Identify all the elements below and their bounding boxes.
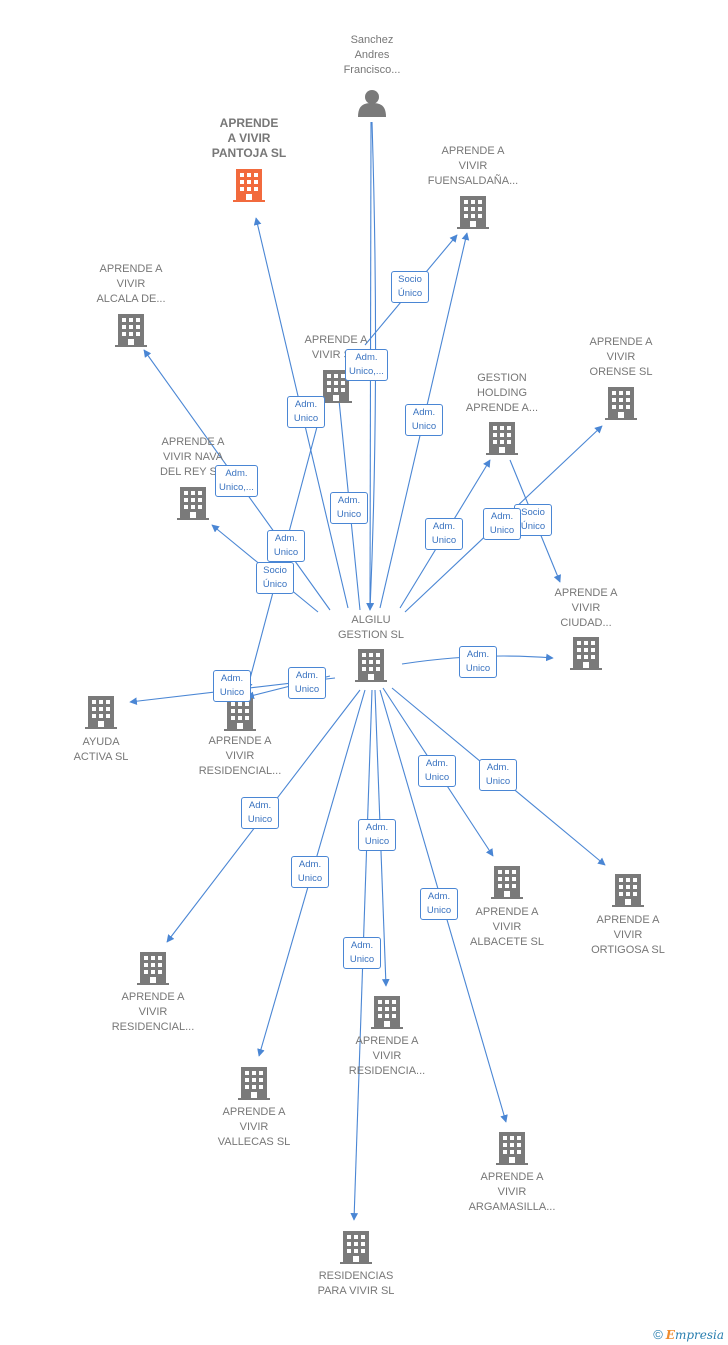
brand-footer: ©Empresia bbox=[653, 1327, 724, 1342]
relation-label[interactable]: Adm. Unico,... bbox=[345, 349, 388, 381]
building-icon[interactable] bbox=[233, 169, 265, 202]
relation-label[interactable]: Adm. Unico bbox=[267, 530, 305, 562]
node-label-orense[interactable]: APRENDE A VIVIR ORENSE SL bbox=[589, 336, 653, 378]
relation-label[interactable]: Adm. Unico bbox=[405, 404, 443, 436]
relation-label[interactable]: Adm. Unico bbox=[213, 670, 251, 702]
relation-label[interactable]: Adm. Unico,... bbox=[215, 465, 258, 497]
node-label-gestion-holding[interactable]: GESTION HOLDING APRENDE A... bbox=[465, 372, 539, 414]
relation-label[interactable]: Adm. Unico bbox=[241, 797, 279, 829]
relation-label[interactable]: Socio Único bbox=[391, 271, 429, 303]
node-label-residencias-para[interactable]: RESIDENCIAS PARA VIVIR SL bbox=[317, 1270, 395, 1297]
relation-label[interactable]: Adm. Unico bbox=[479, 759, 517, 791]
building-icon[interactable] bbox=[496, 1132, 528, 1165]
copyright-icon: © bbox=[653, 1327, 663, 1342]
person-icon[interactable] bbox=[358, 90, 386, 117]
building-icon[interactable] bbox=[457, 196, 489, 229]
building-icon[interactable] bbox=[605, 387, 637, 420]
relation-label[interactable]: Adm. Unico bbox=[288, 667, 326, 699]
node-label-residencia3[interactable]: APRENDE A VIVIR RESIDENCIA... bbox=[348, 1035, 426, 1077]
building-icon[interactable] bbox=[177, 487, 209, 520]
building-icon[interactable] bbox=[355, 649, 387, 682]
node-label-sanchez[interactable]: Sanchez Andres Francisco... bbox=[343, 34, 401, 76]
node-label-albacete[interactable]: APRENDE A VIVIR ALBACETE SL bbox=[470, 906, 544, 948]
building-icon[interactable] bbox=[238, 1067, 270, 1100]
building-icon[interactable] bbox=[137, 952, 169, 985]
node-label-pantoja[interactable]: APRENDE A VIVIR PANTOJA SL bbox=[211, 116, 287, 160]
building-icon[interactable] bbox=[371, 996, 403, 1029]
building-icon[interactable] bbox=[115, 314, 147, 347]
relation-label[interactable]: Adm. Unico bbox=[483, 508, 521, 540]
building-icon[interactable] bbox=[340, 1231, 372, 1264]
building-icon[interactable] bbox=[85, 696, 117, 729]
node-label-ortigosa[interactable]: APRENDE A VIVIR ORTIGOSA SL bbox=[591, 914, 665, 956]
node-label-ayuda[interactable]: AYUDA ACTIVA SL bbox=[73, 736, 129, 763]
node-label-fuensaldana[interactable]: APRENDE A VIVIR FUENSALDAÑA... bbox=[427, 145, 519, 187]
building-icon[interactable] bbox=[486, 422, 518, 455]
node-label-algilu[interactable]: ALGILU GESTION SL bbox=[337, 614, 405, 641]
relation-label[interactable]: Adm. Unico bbox=[330, 492, 368, 524]
relation-label[interactable]: Adm. Unico bbox=[418, 755, 456, 787]
relation-label[interactable]: Socio Único bbox=[256, 562, 294, 594]
relation-label[interactable]: Adm. Unico bbox=[425, 518, 463, 550]
node-label-residencial1[interactable]: APRENDE A VIVIR RESIDENCIAL... bbox=[198, 735, 282, 777]
brand-logo: Empresia bbox=[665, 1328, 724, 1342]
node-label-alcala[interactable]: APRENDE A VIVIR ALCALA DE... bbox=[96, 263, 166, 305]
node-label-argamasilla[interactable]: APRENDE A VIVIR ARGAMASILLA... bbox=[468, 1171, 556, 1213]
relation-label[interactable]: Adm. Unico bbox=[358, 819, 396, 851]
relation-label[interactable]: Adm. Unico bbox=[420, 888, 458, 920]
relation-label[interactable]: Adm. Unico bbox=[287, 396, 325, 428]
relation-label[interactable]: Adm. Unico bbox=[459, 646, 497, 678]
node-label-ciudad[interactable]: APRENDE A VIVIR CIUDAD... bbox=[554, 587, 618, 629]
building-icon[interactable] bbox=[224, 698, 256, 731]
relation-label[interactable]: Adm. Unico bbox=[343, 937, 381, 969]
node-label-nava[interactable]: APRENDE A VIVIR NAVA DEL REY S... bbox=[159, 436, 226, 478]
relation-label[interactable]: Adm. Unico bbox=[291, 856, 329, 888]
building-icon[interactable] bbox=[612, 874, 644, 907]
node-label-residencial2[interactable]: APRENDE A VIVIR RESIDENCIAL... bbox=[111, 991, 195, 1033]
building-icon[interactable] bbox=[491, 866, 523, 899]
building-icon[interactable] bbox=[570, 637, 602, 670]
node-label-vallecas[interactable]: APRENDE A VIVIR VALLECAS SL bbox=[217, 1106, 291, 1148]
